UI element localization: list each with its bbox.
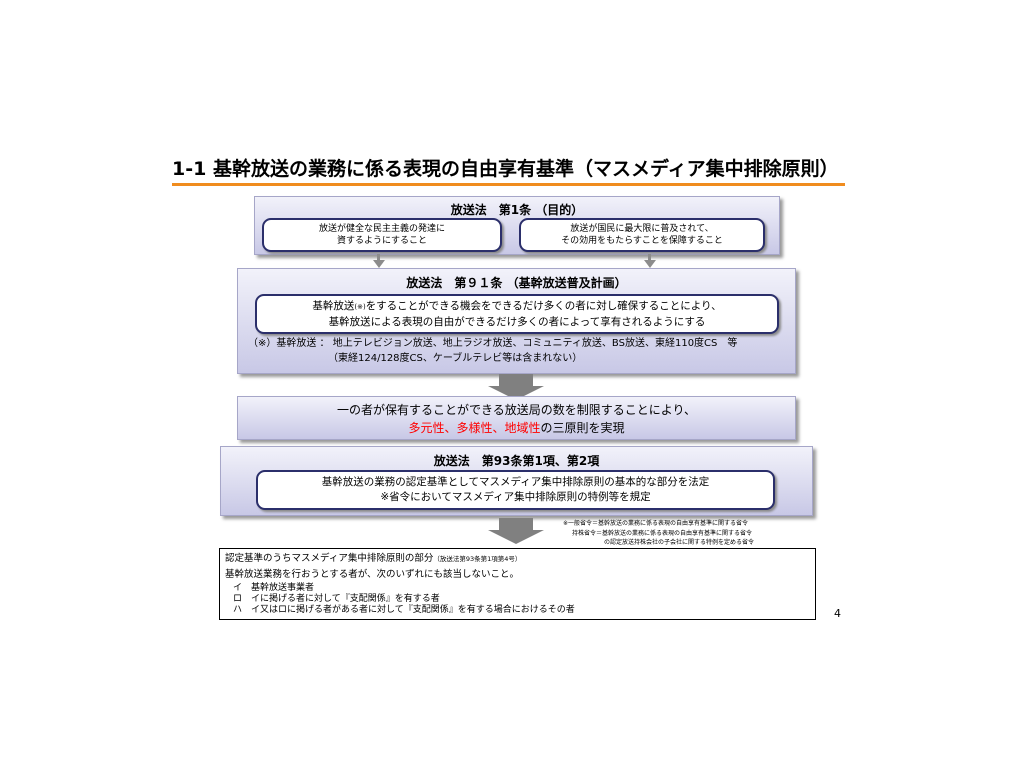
- big-arrow-2: [488, 518, 544, 544]
- footnote-1: ※一般省令＝基幹放送の業務に係る表現の自由享有基準に関する省令: [563, 520, 749, 527]
- small-arrow-right: [644, 254, 656, 268]
- article-1-right-box: 放送が国民に最大限に普及されて、 その効用をもたらすことを保障すること: [519, 218, 765, 252]
- footnote-3: の認定放送持株会社の子会社に関する特例を定める省令: [604, 539, 755, 546]
- article-91-line2: 基幹放送による表現の自由ができるだけ多くの者によって享有されるようにする: [328, 315, 706, 328]
- small-arrow-left: [373, 254, 385, 268]
- article-91-line1-b: をすることができる機会をできるだけ多くの者に対し確保することにより、: [365, 299, 722, 312]
- criteria-item: ハ イ又はロに掲げる者がある者に対して『支配関係』を有する場合におけるその者: [233, 605, 575, 615]
- criteria-item: ロ イに掲げる者に対して『支配関係』を有する者: [233, 594, 440, 604]
- article-93-heading: 放送法 第93条第1項、第2項: [433, 454, 600, 468]
- article-93-line1: 基幹放送の業務の認定基準としてマスメディア集中排除原則の基本的な部分を法定: [321, 476, 710, 488]
- article-91-heading: 放送法 第９１条 （基幹放送普及計画）: [406, 276, 627, 290]
- article-1-left-line2: 資するようにすること: [336, 236, 428, 246]
- criteria-box: 認定基準のうちマスメディア集中排除原則の部分（放送法第93条第1項第4号） 基幹…: [219, 548, 816, 620]
- page-number: 4: [834, 607, 841, 620]
- criteria-title-text: 認定基準のうちマスメディア集中排除原則の部分: [225, 553, 434, 564]
- three-principles-highlight: 多元性、多様性、地域性: [408, 421, 541, 435]
- article-91-line1-a: 基幹放送: [312, 299, 355, 312]
- principle-line1: 一の者が保有することができる放送局の数を制限することにより、: [336, 403, 697, 417]
- article-91-note2: （東経124/128度CS、ケーブルテレビ等は含まれない）: [328, 353, 583, 364]
- article-1-right-line1: 放送が国民に最大限に普及されて、: [570, 224, 714, 234]
- criteria-intro: 基幹放送業務を行おうとする者が、次のいずれにも該当しないこと。: [225, 569, 520, 580]
- criteria-title-ref: （放送法第93条第1項第4号）: [433, 555, 522, 563]
- title-underline: [172, 183, 845, 186]
- article-93-line2: ※省令においてマスメディア集中排除原則の特例等を規定: [380, 491, 651, 503]
- criteria-item: イ 基幹放送事業者: [233, 583, 315, 593]
- article-1-panel: 放送法 第1条 （目的） 放送が健全な民主主義の発達に 資するようにすること 放…: [254, 196, 780, 255]
- article-1-right-line2: その効用をもたらすことを保障すること: [561, 236, 723, 246]
- principle-panel: 一の者が保有することができる放送局の数を制限することにより、 多元性、多様性、地…: [237, 396, 796, 440]
- principle-line2-rest: の三原則を実現: [540, 421, 625, 435]
- article-91-line1: 基幹放送(※)をすることができる機会をできるだけ多くの者に対し確保することにより…: [257, 299, 777, 315]
- article-93-box: 基幹放送の業務の認定基準としてマスメディア集中排除原則の基本的な部分を法定 ※省…: [256, 470, 775, 510]
- principle-line2: 多元性、多様性、地域性の三原則を実現: [238, 420, 795, 436]
- page-title: 1-1 基幹放送の業務に係る表現の自由享有基準（マスメディア集中排除原則）: [172, 158, 839, 180]
- article-91-note1: （※）基幹放送 ： 地上テレビジョン放送、地上ラジオ放送、コミュニティ放送、BS…: [248, 338, 738, 349]
- article-93-panel: 放送法 第93条第1項、第2項 基幹放送の業務の認定基準としてマスメディア集中排…: [220, 446, 813, 516]
- article-91-box: 基幹放送(※)をすることができる機会をできるだけ多くの者に対し確保することにより…: [255, 294, 779, 334]
- footnote-2: 持株省令＝基幹放送の業務に係る表現の自由享有基準に関する省令: [572, 530, 753, 537]
- article-1-left-box: 放送が健全な民主主義の発達に 資するようにすること: [262, 218, 502, 252]
- article-91-panel: 放送法 第９１条 （基幹放送普及計画） 基幹放送(※)をすることができる機会をで…: [237, 268, 796, 374]
- criteria-title: 認定基準のうちマスメディア集中排除原則の部分（放送法第93条第1項第4号）: [225, 553, 521, 565]
- article-1-left-line1: 放送が健全な民主主義の発達に: [318, 224, 445, 234]
- article-91-line1-mark: (※): [354, 302, 366, 311]
- article-1-heading: 放送法 第1条 （目的）: [450, 203, 584, 217]
